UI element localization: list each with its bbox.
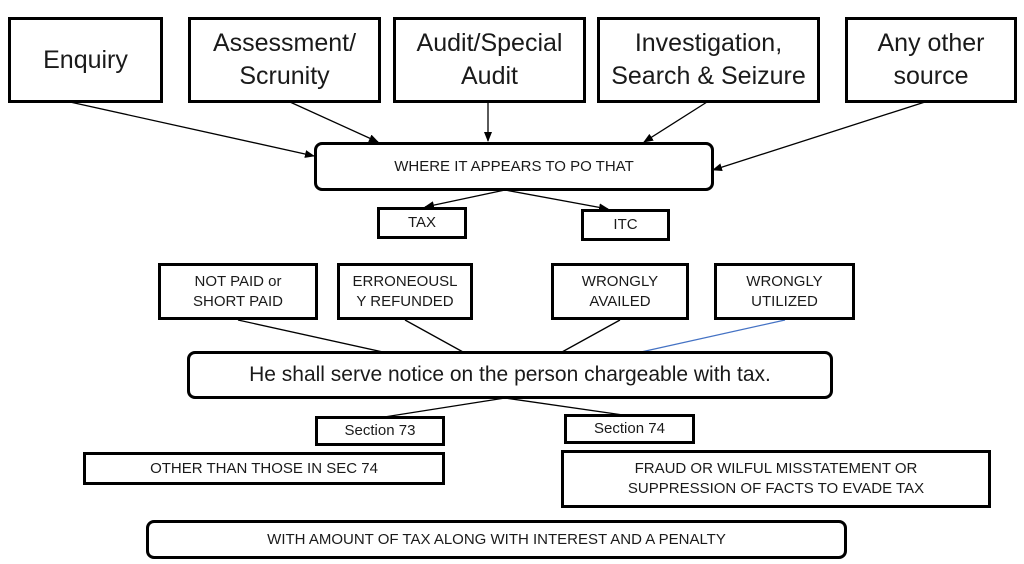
situation-wrongly-utilized: WRONGLY UTILIZED	[714, 263, 855, 320]
arrow-investigation-to-condition	[643, 101, 708, 143]
source-enquiry: Enquiry	[8, 17, 163, 103]
line-refunded-to-notice	[404, 319, 464, 353]
arrow-assessment-to-condition	[289, 101, 379, 143]
line-notice-to-s73	[377, 397, 506, 419]
section-73-label: Section 73	[315, 416, 445, 446]
line-not-paid-to-notice	[237, 319, 384, 353]
outcome-box: WITH AMOUNT OF TAX ALONG WITH INTEREST A…	[146, 520, 847, 559]
section-73-description: OTHER THAN THOSE IN SEC 74	[83, 452, 445, 485]
source-assessment: Assessment/ Scrunity	[188, 17, 381, 103]
subject-itc: ITC	[581, 209, 670, 241]
arrow-enquiry-to-condition	[69, 101, 315, 158]
arrow-condition-to-tax	[424, 189, 506, 210]
source-investigation: Investigation, Search & Seizure	[597, 17, 820, 103]
subject-tax: TAX	[377, 207, 467, 239]
arrow-other-to-condition	[712, 101, 926, 172]
section-74-description: FRAUD OR WILFUL MISSTATEMENT OR SUPPRESS…	[561, 450, 991, 508]
situation-wrongly-availed: WRONGLY AVAILED	[551, 263, 689, 320]
line-notice-to-s74	[504, 397, 631, 417]
notice-box: He shall serve notice on the person char…	[187, 351, 833, 399]
condition-box: WHERE IT APPEARS TO PO THAT	[314, 142, 714, 191]
source-other: Any other source	[845, 17, 1017, 103]
line-availed-to-notice	[561, 319, 621, 353]
situation-not-paid: NOT PAID or SHORT PAID	[158, 263, 318, 320]
source-audit: Audit/Special Audit	[393, 17, 586, 103]
situation-erroneously-refunded: ERRONEOUSL Y REFUNDED	[337, 263, 473, 320]
section-74-label: Section 74	[564, 414, 695, 444]
arrow-condition-to-itc	[504, 189, 609, 212]
line-utilized-to-notice	[640, 319, 786, 353]
